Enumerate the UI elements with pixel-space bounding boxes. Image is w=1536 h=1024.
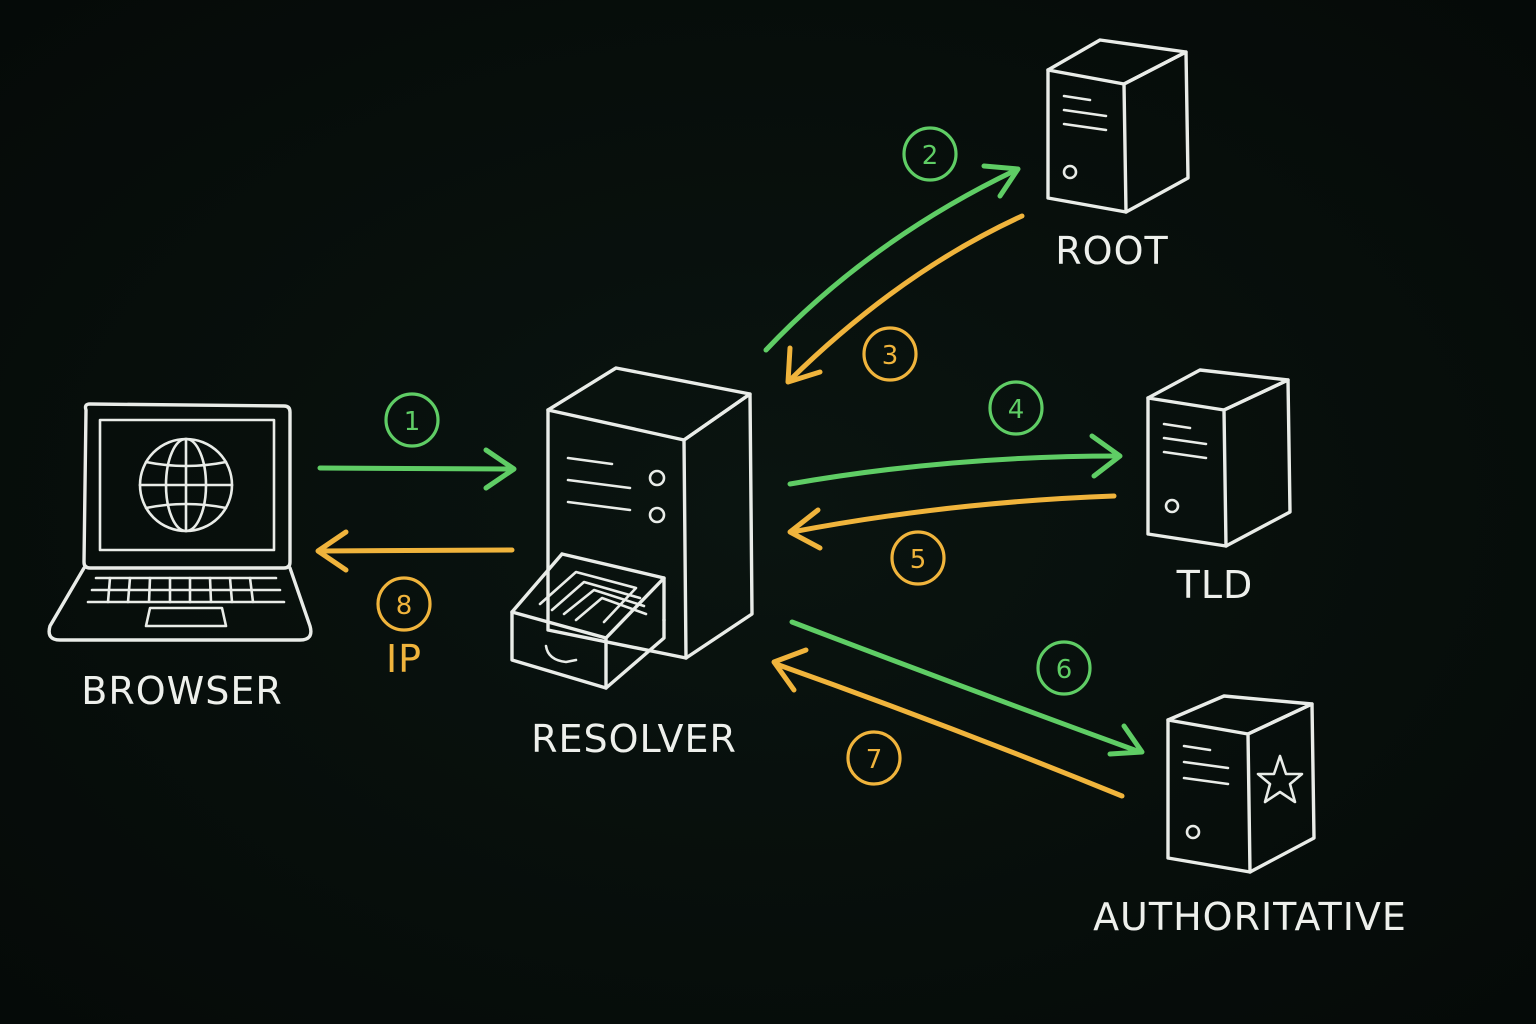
step-badge-3: 3 [862,326,918,382]
authoritative-label: AUTHORITATIVE [1093,895,1407,939]
arrow-step-1 [317,447,517,491]
step-badge-2: 2 [902,126,958,182]
step-badge-4: 4 [988,380,1044,436]
browser-label: BROWSER [81,669,283,713]
step-number: 3 [882,341,899,371]
step-badge-6: 6 [1036,640,1092,696]
resolver-node: RESOLVER [510,366,754,761]
arrow-step-3 [785,213,1025,385]
step-badge-7: 7 [846,730,902,786]
step-number: 8 [396,591,413,621]
authoritative-node: AUTHORITATIVE [1093,694,1407,939]
tld-server-icon [1146,368,1292,548]
step-badge-8: 8 [376,576,432,632]
step-number: 4 [1008,395,1025,425]
resolver-label: RESOLVER [531,717,737,761]
tld-node: TLD [1146,368,1292,607]
step-number: 1 [404,407,421,437]
step-number: 5 [910,545,927,575]
laptop-globe-icon [47,402,313,642]
server-cabinet-icon [510,366,754,690]
step-badge-1: 1 [384,392,440,448]
arrow-step-2 [763,163,1021,353]
ip-label: IP [386,637,422,681]
step-number: 7 [866,745,883,775]
browser-node: BROWSER [47,402,313,713]
root-server-icon [1046,38,1190,214]
arrow-step-8 [315,529,515,573]
arrow-step-6 [789,619,1145,757]
tld-label: TLD [1176,563,1254,607]
arrow-step-7 [771,647,1125,799]
step-badge-5: 5 [890,530,946,586]
arrow-step-5 [787,493,1117,551]
step-number: 6 [1056,655,1073,685]
root-label: ROOT [1055,229,1168,273]
star-icon [1256,754,1304,804]
authoritative-server-star-icon [1166,694,1316,874]
arrow-step-4 [787,433,1123,487]
root-node: ROOT [1046,38,1190,273]
step-number: 2 [922,141,939,171]
